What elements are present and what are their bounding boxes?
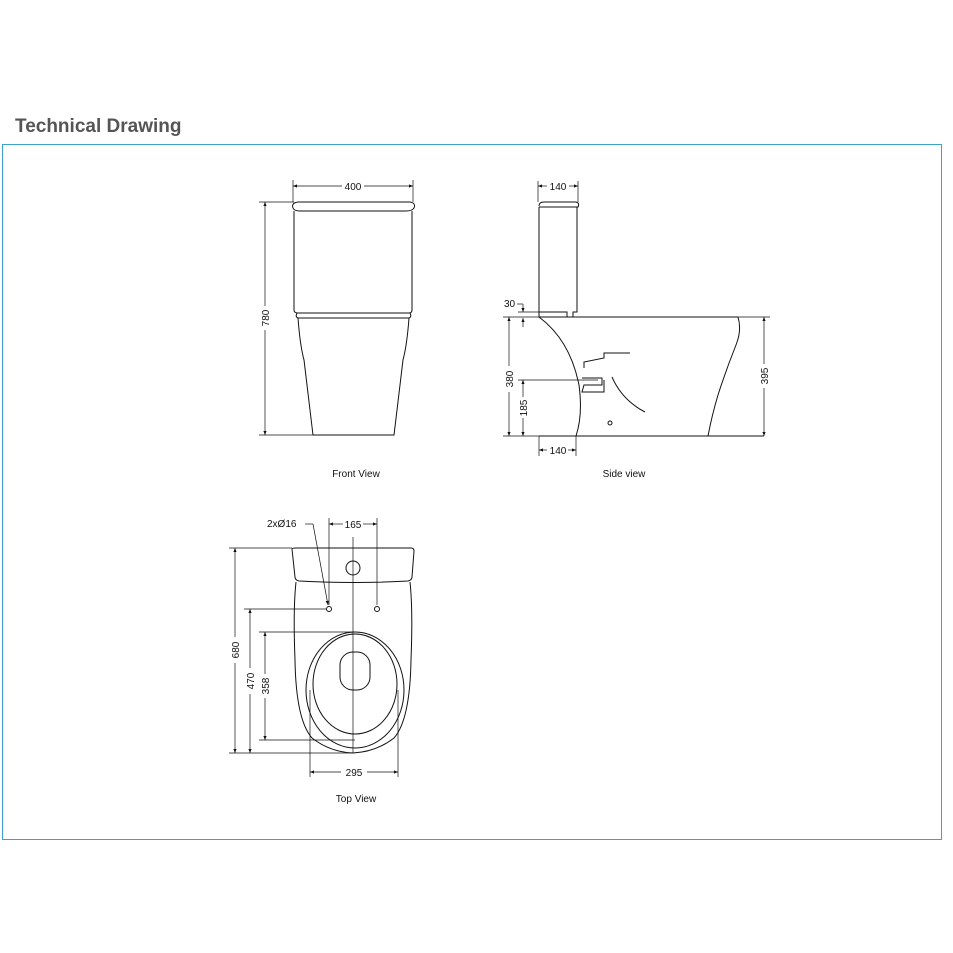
front-height-label: 780 bbox=[261, 309, 272, 326]
side-outlet-height-label: 185 bbox=[519, 399, 530, 416]
side-pan-height-label: 395 bbox=[760, 367, 771, 384]
front-view-caption: Front View bbox=[332, 469, 380, 480]
front-width-label: 400 bbox=[345, 182, 362, 193]
side-outlet-offset-label: 140 bbox=[550, 446, 567, 457]
fixing-holes-label: 2xØ16 bbox=[267, 519, 297, 530]
side-lid-offset-label: 30 bbox=[504, 299, 516, 310]
top-view-caption: Top View bbox=[336, 794, 377, 805]
overall-depth-label: 680 bbox=[231, 641, 242, 658]
side-view-toilet-outline bbox=[538, 201, 764, 437]
top-view: 2xØ16 165 680 470 358 295 Top View bbox=[229, 518, 415, 805]
side-inlet-height-label: 380 bbox=[505, 370, 516, 387]
side-view-caption: Side view bbox=[603, 469, 647, 480]
front-view: 400 780 Front View bbox=[259, 180, 415, 480]
fixing-spacing-label: 165 bbox=[345, 520, 362, 531]
side-view: 140 30 380 185 140 395 Side view bbox=[503, 181, 771, 480]
side-top-depth-label: 140 bbox=[550, 182, 567, 193]
bowl-width-label: 295 bbox=[346, 768, 363, 779]
front-view-toilet-outline bbox=[292, 201, 415, 436]
seat-depth-label: 358 bbox=[261, 677, 272, 694]
fixing-depth-label: 470 bbox=[246, 672, 257, 689]
drawing-frame bbox=[2, 144, 942, 840]
page-title: Technical Drawing bbox=[15, 116, 182, 137]
